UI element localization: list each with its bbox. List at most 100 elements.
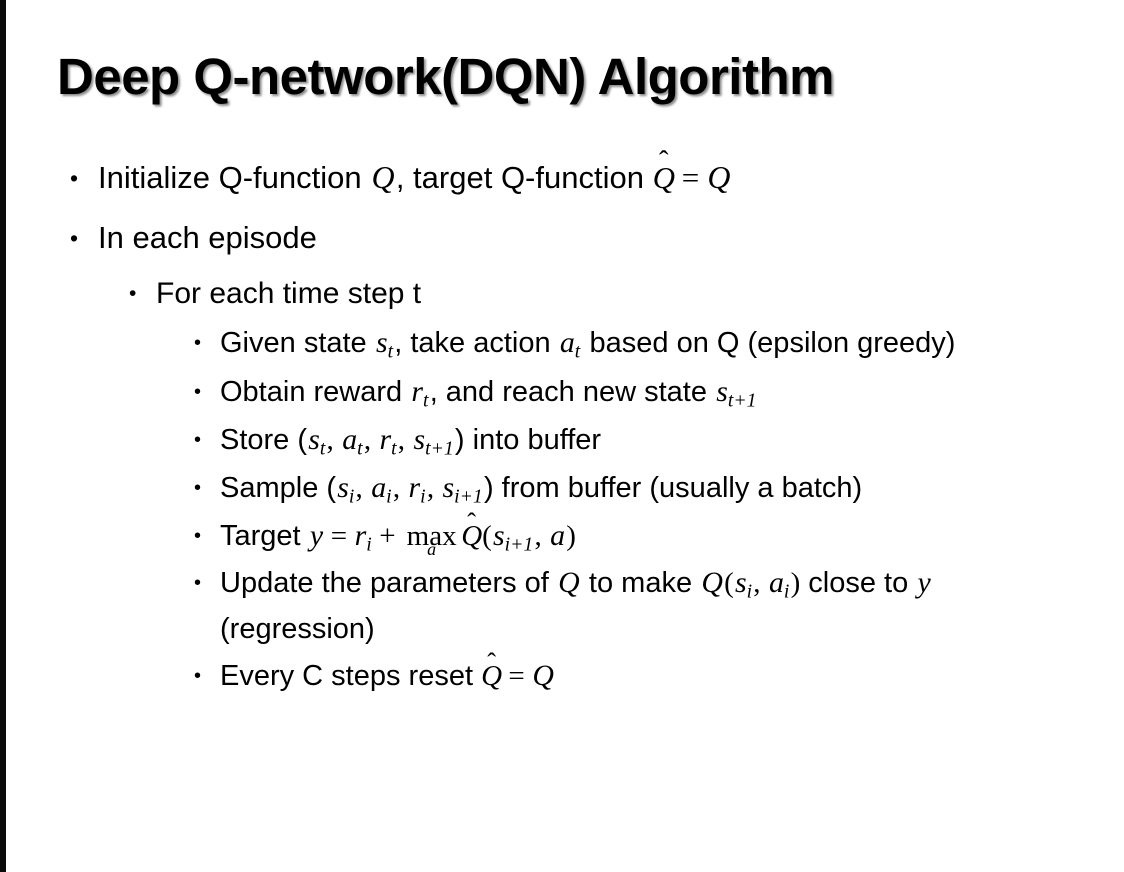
- math-var-q: Q: [371, 160, 395, 195]
- math-equals: =: [330, 520, 348, 552]
- math-subscript: i: [366, 533, 372, 556]
- list-item-text: Every C steps reset ̂Q=Q: [220, 652, 1094, 700]
- bullet-marker: •: [194, 381, 202, 403]
- text-fragment: Update the parameters of: [220, 567, 557, 599]
- math-paren-open: (: [724, 567, 734, 599]
- math-paren-open: (: [482, 520, 492, 552]
- math-var-q: Q: [481, 660, 503, 692]
- math-var-a: a: [550, 519, 566, 552]
- math-q-hat: ̂Q: [461, 522, 482, 551]
- text-fragment: based on Q (epsilon greedy): [581, 327, 956, 359]
- math-var-s: si: [337, 471, 355, 508]
- text-fragment: Store (: [220, 424, 308, 456]
- page-title: Deep Q-network(DQN) Algorithm: [57, 48, 834, 105]
- math-comma: ,: [363, 424, 379, 456]
- math-q-hat: ̂Q: [481, 662, 502, 691]
- bullet-marker: •: [194, 525, 202, 547]
- text-fragment: Every C steps reset: [220, 660, 482, 692]
- list-item-target-equation: • Target y=ri+maxâQ(si+1, a): [0, 512, 1124, 560]
- math-subscript: i: [783, 580, 790, 603]
- list-item-sample-batch: • Sample (si, ai, ri, si+1) from buffer …: [0, 464, 1124, 512]
- math-var-q: Q: [532, 659, 554, 692]
- math-subscript: i: [420, 485, 426, 508]
- list-item-update-parameters: • Update the parameters of Q to make Q(s…: [0, 560, 1124, 652]
- math-subscript: i: [348, 485, 355, 508]
- math-equals: =: [681, 160, 700, 195]
- math-var-s: st: [375, 326, 394, 363]
- list-item-text: Update the parameters of Q to make Q(si,…: [220, 560, 1094, 652]
- bullet-marker: •: [194, 332, 202, 354]
- math-subscript: t: [423, 389, 429, 412]
- text-fragment: close to: [800, 567, 917, 599]
- math-plus: +: [379, 520, 396, 552]
- math-var-a: ai: [371, 471, 392, 508]
- text-fragment: Obtain reward: [220, 376, 411, 408]
- math-subscript: t+1: [727, 389, 757, 412]
- list-item-text: Store (st, at, rt, st+1) into buffer: [220, 416, 1094, 464]
- math-var-a: ai: [768, 566, 790, 603]
- list-item-given-state: • Given state st, take action at based o…: [0, 320, 1124, 368]
- math-var-r: rt: [379, 423, 397, 460]
- math-var-s: st+1: [716, 375, 757, 412]
- math-comma: ,: [753, 567, 768, 599]
- math-var-r: ri: [408, 471, 426, 508]
- math-subscript: i: [386, 485, 392, 508]
- math-subscript: i+1: [454, 485, 483, 508]
- max-limit-variable: a: [427, 539, 437, 560]
- list-item-text: Given state st, take action at based on …: [220, 320, 1094, 366]
- bullet-marker: •: [194, 429, 202, 451]
- text-fragment: (regression): [220, 613, 375, 645]
- math-subscript: t: [574, 340, 581, 363]
- math-var-q: Q: [461, 520, 483, 552]
- math-subscript: t: [387, 340, 394, 363]
- math-comma: ,: [326, 424, 342, 456]
- math-subscript: t: [357, 437, 363, 460]
- math-subscript: t: [319, 437, 326, 460]
- math-comma: ,: [355, 472, 371, 504]
- math-var-y: y: [917, 566, 931, 599]
- math-var-q: Q: [558, 566, 580, 599]
- math-var-y: y: [309, 519, 324, 552]
- math-comma: ,: [392, 472, 408, 504]
- text-fragment: Target: [220, 520, 309, 552]
- math-var-a: at: [559, 326, 581, 363]
- text-fragment: ) into buffer: [454, 424, 602, 456]
- bullet-marker: •: [129, 282, 137, 305]
- text-fragment: Given state: [220, 327, 375, 359]
- math-var-a: at: [342, 423, 363, 460]
- list-item-text: Initialize Q-function Q, target Q-functi…: [98, 148, 1124, 208]
- math-comma: ,: [534, 520, 549, 552]
- list-item-text: Obtain reward rt, and reach new state st…: [220, 368, 1094, 416]
- text-fragment: Initialize Q-function: [98, 160, 371, 195]
- math-var-s-next: st+1: [413, 423, 454, 460]
- text-fragment: , take action: [394, 327, 559, 359]
- math-comma: ,: [426, 472, 442, 504]
- list-item-text: Target y=ri+maxâQ(si+1, a): [220, 512, 1094, 560]
- left-edge-bar: [0, 0, 6, 872]
- bullet-marker: •: [194, 477, 202, 499]
- math-var-s: st: [308, 423, 326, 460]
- math-subscript: i: [746, 580, 753, 603]
- algorithm-bullet-list: • Initialize Q-function Q, target Q-func…: [0, 148, 1124, 700]
- math-subscript: t+1: [425, 437, 454, 460]
- math-comma: ,: [397, 424, 413, 456]
- list-item-initialize: • Initialize Q-function Q, target Q-func…: [0, 148, 1124, 208]
- math-q-hat: ̂Q: [653, 162, 675, 193]
- list-item-for-each-time-step: • For each time step t: [0, 268, 1124, 320]
- math-var-s: si: [734, 566, 753, 603]
- math-var-r: rt: [411, 375, 429, 412]
- list-item-text: For each time step t: [156, 277, 422, 310]
- math-subscript: i+1: [504, 533, 534, 556]
- bullet-marker: •: [70, 165, 79, 191]
- list-item-text: Sample (si, ai, ri, si+1) from buffer (u…: [220, 464, 1094, 512]
- math-var-r: ri: [354, 519, 372, 556]
- list-item-text: In each episode: [98, 220, 317, 255]
- bullet-marker: •: [194, 572, 202, 594]
- bullet-marker: •: [70, 225, 79, 251]
- list-item-obtain-reward: • Obtain reward rt, and reach new state …: [0, 368, 1124, 416]
- math-var-q: Q: [701, 566, 723, 599]
- list-item-store-transition: • Store (st, at, rt, st+1) into buffer: [0, 416, 1124, 464]
- text-fragment: Sample (: [220, 472, 337, 504]
